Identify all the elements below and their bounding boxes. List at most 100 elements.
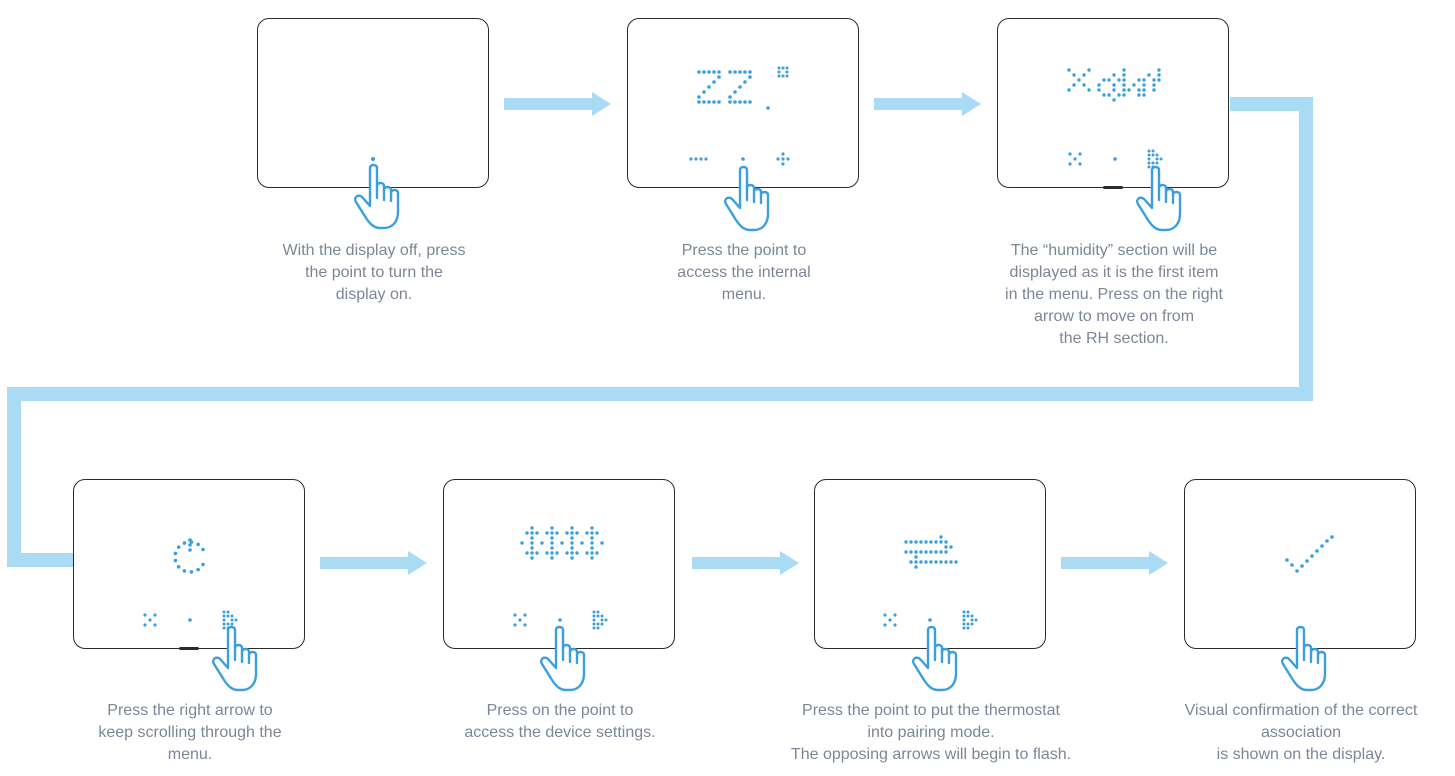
matrix-dot [153,613,157,617]
matrix-dot [173,558,178,563]
matrix-dot [914,540,918,544]
matrix-dot [741,157,745,161]
step-1-display [257,18,489,188]
matrix-dot [743,80,747,84]
matrix-dot [1142,88,1146,92]
step-4-caption: Press the right arrow to keep scrolling … [98,702,282,763]
matrix-dot [733,90,737,94]
matrix-dot [738,70,742,74]
step-5-caption: Press on the point to access the device … [464,702,656,741]
step-3-caption: The “humidity” section will be displayed… [1005,242,1223,347]
matrix-dot [1147,157,1151,161]
matrix-dot [966,610,970,614]
matrix-dot [188,543,192,547]
matrix-dot [1285,558,1289,562]
matrix-dot [575,551,579,555]
matrix-dot [1112,83,1116,87]
matrix-dot [226,614,230,618]
matrix-dot [222,622,226,626]
matrix-dot [1147,149,1151,153]
matrix-dot [592,610,596,614]
menu-navigation-dots [689,152,790,166]
matrix-dot [1152,83,1156,87]
matrix-dot [909,550,913,554]
matrix-dot [590,546,594,550]
matrix-dot [1113,157,1117,161]
step-2-caption: Press the point to access the internal m… [677,242,811,303]
matrix-dot [883,623,887,627]
matrix-dot [970,622,974,626]
matrix-dot [153,623,157,627]
matrix-dot [222,626,226,630]
matrix-dot [970,618,974,622]
matrix-dot [530,551,534,555]
matrix-dot [694,157,698,161]
matrix-dot [777,74,781,78]
matrix-dot [966,614,970,618]
matrix-dot [743,70,747,74]
matrix-dot [1157,73,1161,77]
matrix-dot [1137,78,1141,82]
matrix-dot [1152,88,1156,92]
matrix-dot [1315,549,1319,553]
matrix-dot [570,551,574,555]
matrix-dot [1122,78,1126,82]
matrix-dot [600,618,604,622]
matrix-dot [733,70,737,74]
matrix-dot [1151,153,1155,157]
matrix-dot [1157,78,1161,82]
matrix-dot [728,70,732,74]
matrix-dot [1300,564,1304,568]
matrix-dot [513,613,517,617]
matrix-dot [904,540,908,544]
step-arrow-1-2 [504,92,611,116]
matrix-dot [1117,93,1121,97]
matrix-dot [555,531,559,535]
matrix-dot [201,547,205,552]
matrix-dot [1142,83,1146,87]
matrix-dot [781,162,785,166]
matrix-dot [966,626,970,630]
matrix-dot [914,550,918,554]
matrix-dot [565,551,569,555]
matrix-dot [525,551,529,555]
matrix-dot [1122,93,1126,97]
matrix-dot [1087,88,1091,92]
matrix-dot [786,157,790,161]
matrix-dot [707,70,711,74]
matrix-dot [712,70,716,74]
matrix-dot [1097,83,1101,87]
matrix-dot [1117,78,1121,82]
matrix-dot [777,70,781,74]
matrix-dot [1068,162,1072,166]
matrix-dot [738,100,742,104]
matrix-dot [590,531,594,535]
matrix-dot [949,545,953,549]
step-1-caption: With the display off, press the point to… [282,242,466,303]
matrix-dot [697,70,701,74]
matrix-dot [371,157,375,161]
matrix-dot [919,540,923,544]
check-icon [1285,535,1334,573]
matrix-dot [555,551,559,555]
matrix-dot [962,622,966,626]
matrix-dot [600,622,604,626]
matrix-dot [914,555,918,559]
matrix-dot [230,622,234,626]
matrix-dot [189,570,194,574]
matrix-dot [962,618,966,622]
matrix-dot [929,550,933,554]
matrix-dot [929,560,933,564]
matrix-dot [924,550,928,554]
matrix-dot [592,618,596,622]
matrix-dot [1147,73,1151,77]
matrix-dot [702,90,706,94]
step-arrow-2-3 [874,92,981,116]
matrix-dot [1087,68,1091,72]
matrix-dot [550,551,554,555]
matrix-dot [513,623,517,627]
center-point-icon[interactable] [371,157,375,161]
matrix-dot [550,556,554,560]
matrix-dot [222,614,226,618]
